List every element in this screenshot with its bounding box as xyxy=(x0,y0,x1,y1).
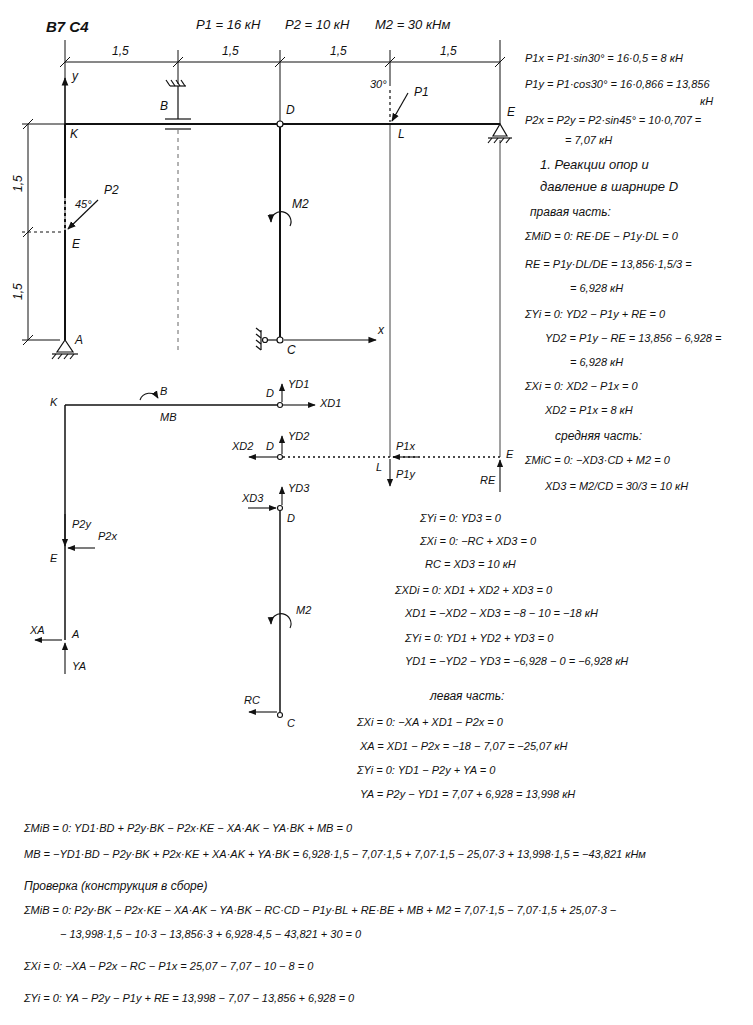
force-label: E xyxy=(50,552,57,565)
formula-text: = 6,928 кН xyxy=(570,356,623,369)
force-label: D xyxy=(266,387,274,400)
drawing-label: E xyxy=(507,106,515,120)
force-label: E xyxy=(506,448,513,461)
drawing-label: D xyxy=(286,104,295,118)
force-label: P2x xyxy=(98,530,117,543)
drawing-label: 45° xyxy=(75,198,92,211)
drawing-label: P2 xyxy=(104,184,119,198)
force-label: D xyxy=(287,512,295,525)
formula-text: ΣYi = 0: YD3 = 0 xyxy=(420,512,501,525)
formula-text: ΣXi = 0: −XA + XD1 − P2x = 0 xyxy=(357,716,503,729)
force-label: M2 xyxy=(296,604,311,617)
formula-text: XA = XD1 − P2x = −18 − 7,07 = −25,07 кН xyxy=(360,740,568,753)
force-label: MB xyxy=(160,411,177,424)
force-label: B xyxy=(160,385,167,398)
formula-text: давление в шарнире D xyxy=(540,180,678,195)
formula-text: кН xyxy=(700,95,713,108)
formula-text: YD2 = P1y − RE = 13,856 − 6,928 = xyxy=(545,332,721,345)
formula-text: ΣYi = 0: YD1 − P2y + YA = 0 xyxy=(357,764,495,777)
force-label: YD2 xyxy=(288,430,309,443)
formula-text: XD3 = M2/CD = 30/3 = 10 кН xyxy=(545,480,688,493)
formula-text: ΣXi = 0: −RC + XD3 = 0 xyxy=(420,535,536,548)
formula-text: ΣYi = 0: YD2 − P1y + RE = 0 xyxy=(525,308,665,321)
formula-text: P2x = P2y = P2·sin45° = 10·0,707 = xyxy=(525,114,701,127)
force-label: C xyxy=(287,717,295,730)
formula-text: XD1 = −XD2 − XD3 = −8 − 10 = −18 кН xyxy=(405,607,598,620)
formula-text: P1y = P1·cos30° = 16·0,866 = 13,856 xyxy=(525,78,710,91)
formula-text: Проверка (конструкция в сборе) xyxy=(24,880,207,894)
formula-text: ΣMiC = 0: −XD3·CD + M2 = 0 xyxy=(525,454,670,467)
formula-text: RC = XD3 = 10 кН xyxy=(425,558,516,571)
formula-text: ΣXi = 0: −XA − P2x − RC − P1x = 25,07 − … xyxy=(24,960,313,973)
drawing-label: y xyxy=(72,70,78,84)
formula-text: ΣYi = 0: YD1 + YD2 + YD3 = 0 xyxy=(405,632,553,645)
drawing-label: M2 = 30 кНм xyxy=(375,18,450,33)
formula-text: = 6,928 кН xyxy=(570,282,623,295)
force-label: D xyxy=(266,440,274,453)
drawing-label: P1 = 16 кН xyxy=(196,18,260,33)
drawing-label: 1,5 xyxy=(12,283,26,300)
drawing-label: 1,5 xyxy=(222,45,239,59)
force-label: YD3 xyxy=(288,482,309,495)
drawing-label: A xyxy=(75,334,83,348)
problem-title: В7 С4 xyxy=(46,18,89,35)
drawing-label: P2 = 10 кН xyxy=(285,18,349,33)
formula-text: YA = P2y − YD1 = 7,07 + 6,928 = 13,998 к… xyxy=(360,788,575,801)
formula-text: 1. Реакции опор и xyxy=(540,158,649,173)
formula-text: MB = −YD1·BD − P2y·BK + P2x·KE + XA·AK +… xyxy=(24,848,646,861)
drawing-label: 1,5 xyxy=(440,45,457,59)
force-label: YD1 xyxy=(288,378,309,391)
formula-text: правая часть: xyxy=(530,206,611,220)
drawing-label: 1,5 xyxy=(12,175,26,192)
force-label: P1x xyxy=(396,440,415,453)
drawing-label: C xyxy=(287,344,296,358)
drawing-label: M2 xyxy=(292,198,309,212)
drawing-label: L xyxy=(398,128,405,142)
force-label: K xyxy=(50,396,57,409)
drawing-label: E xyxy=(72,238,80,252)
force-label: P2y xyxy=(72,518,91,531)
formula-text: ΣMiB = 0: YD1·BD + P2y·BK − P2x·KE − XA·… xyxy=(24,822,352,835)
formula-text: ΣMiD = 0: RE·DE − P1y·DL = 0 xyxy=(525,230,678,243)
formula-text: RE = P1y·DL/DE = 13,856·1,5/3 = xyxy=(525,258,692,271)
formula-text: P1x = P1·sin30° = 16·0,5 = 8 кН xyxy=(525,52,683,65)
force-label: A xyxy=(72,628,79,641)
formula-text: ΣXi = 0: XD2 − P1x = 0 xyxy=(525,380,638,393)
drawing-label: 1,5 xyxy=(112,45,129,59)
drawing-label: K xyxy=(70,128,78,142)
formula-text: средняя часть: xyxy=(555,430,642,444)
formula-text: YD1 = −YD2 − YD3 = −6,928 − 0 = −6,928 к… xyxy=(405,655,628,668)
force-label: XD2 xyxy=(232,440,253,453)
drawing-label: P1 xyxy=(414,86,429,100)
formula-text: XD2 = P1x = 8 кН xyxy=(545,404,633,417)
drawing-label: 1,5 xyxy=(330,45,347,59)
formula-text: ΣYi = 0: YA − P2y − P1y + RE = 13,998 − … xyxy=(24,992,354,1005)
force-label: XA xyxy=(30,624,45,637)
force-label: XD3 xyxy=(242,492,263,505)
force-label: L xyxy=(376,461,382,474)
force-label: RE xyxy=(480,474,495,487)
force-label: P1y xyxy=(396,468,415,481)
force-label: YA xyxy=(72,660,86,673)
formula-text: ΣXDi = 0: XD1 + XD2 + XD3 = 0 xyxy=(395,584,552,597)
drawing-label: B xyxy=(160,100,168,114)
drawing-label: 30° xyxy=(370,78,387,91)
formula-text: ΣMiB = 0: P2y·BK − P2x·KE − XA·AK − YA·B… xyxy=(24,904,616,917)
formula-text: − 13,998·1,5 − 10·3 − 13,856·3 + 6,928·4… xyxy=(60,928,361,941)
force-label: XD1 xyxy=(320,397,341,410)
drawing-label: x xyxy=(378,324,384,338)
formula-text: = 7,07 кН xyxy=(565,134,612,147)
force-label: RC xyxy=(244,694,260,707)
formula-text: левая часть: xyxy=(430,690,504,704)
